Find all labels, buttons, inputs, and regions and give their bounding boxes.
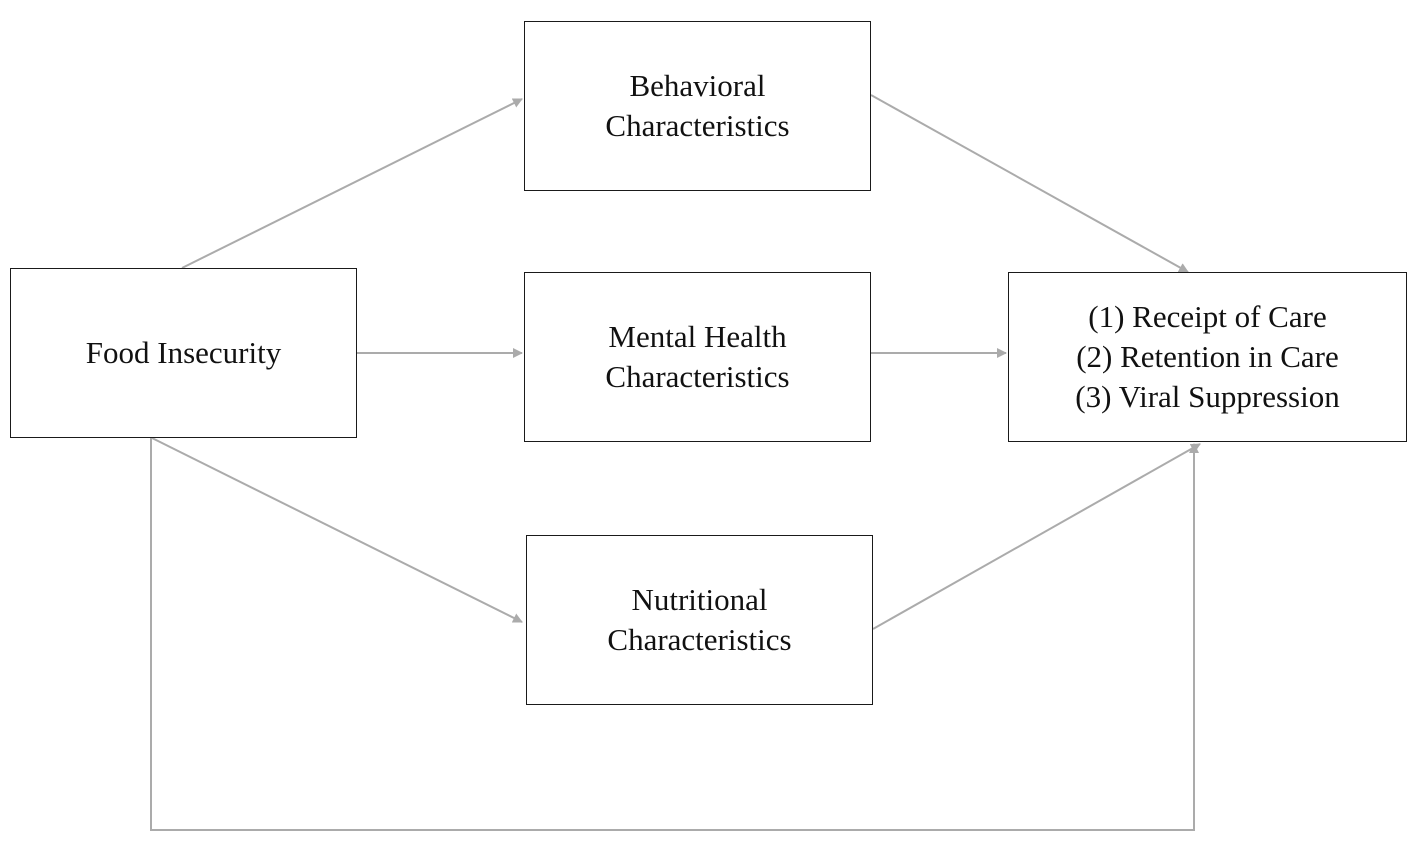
arrow-food-insecurity-to-nutritional [151,437,523,623]
outcome-receipt-of-care: (1) Receipt of Care [1088,299,1327,334]
arrow-food-insecurity-to-outcomes [150,438,1199,831]
food-insecurity-box: Food Insecurity [10,268,357,438]
behavioral-label-line-1: Behavioral [629,68,766,103]
mental-health-label-line-2: Characteristics [605,359,790,394]
behavioral-label-line-2: Characteristics [605,108,790,143]
arrow-nutritional-to-outcomes [872,443,1201,630]
nutritional-characteristics-box: Nutritional Characteristics [526,535,873,705]
arrow-food-insecurity-to-behavioral [181,98,523,269]
care-outcomes-box: (1) Receipt of Care (2) Retention in Car… [1008,272,1407,442]
outcome-viral-suppression: (3) Viral Suppression [1075,379,1340,414]
mental-health-characteristics-box: Mental Health Characteristics [524,272,871,442]
nutritional-label-line-2: Characteristics [607,622,792,657]
nutritional-label-line-1: Nutritional [631,582,768,617]
mental-health-label-line-1: Mental Health [608,319,787,354]
outcome-retention-in-care: (2) Retention in Care [1076,339,1339,374]
arrow-behavioral-to-outcomes [870,94,1189,273]
food-insecurity-label: Food Insecurity [85,335,282,370]
behavioral-characteristics-box: Behavioral Characteristics [524,21,871,191]
